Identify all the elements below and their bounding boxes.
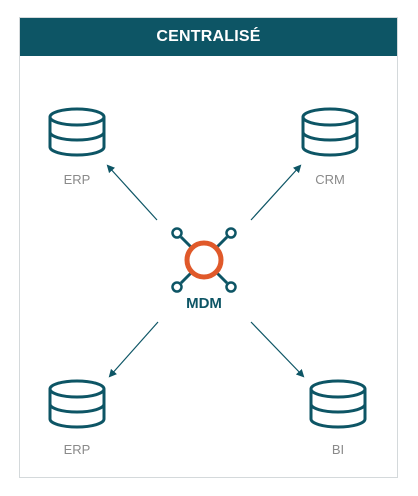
node-label-bottom-left: ERP [63, 442, 91, 457]
arrow-to-top-left [106, 164, 158, 221]
node-label-bottom-right: BI [331, 442, 345, 457]
hub-network-icon [171, 227, 237, 293]
arrow-to-top-right [250, 164, 302, 221]
arrow-to-bottom-left [108, 321, 159, 378]
node-label-top-left: ERP [63, 172, 91, 187]
arrow-to-bottom-right [250, 321, 305, 378]
node-label-top-right: CRM [315, 172, 345, 187]
database-icon [48, 107, 106, 157]
header-banner: CENTRALISÉ [20, 18, 397, 56]
database-icon [48, 379, 106, 429]
database-icon [301, 107, 359, 157]
diagram-title: CENTRALISÉ [156, 28, 261, 45]
diagram-card: CENTRALISÉ [19, 17, 398, 478]
hub-label: MDM [186, 295, 222, 312]
database-icon [309, 379, 367, 429]
